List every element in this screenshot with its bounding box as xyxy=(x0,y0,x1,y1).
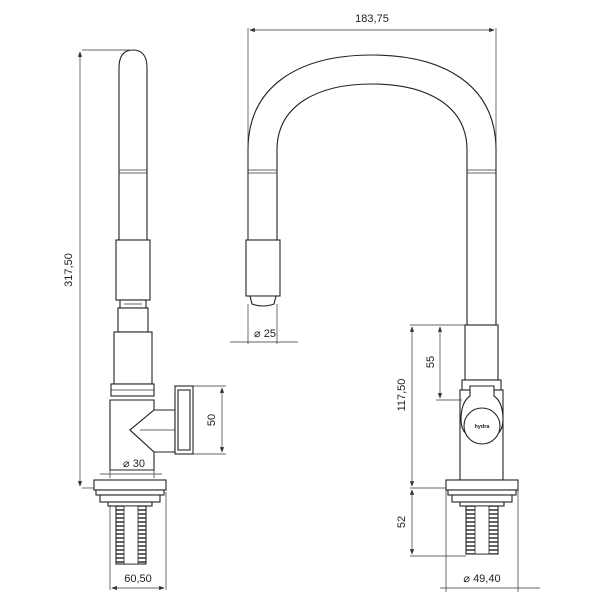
handle-height-label: 50 xyxy=(206,414,218,426)
total-width-label: 183,75 xyxy=(355,13,389,25)
side-view: 317,50 ⌀ 30 50 60,50 xyxy=(63,49,226,591)
gooseneck-inner xyxy=(276,83,468,325)
neck-side xyxy=(117,307,149,333)
hose-collar-side xyxy=(115,239,151,301)
base-width-label: 60,50 xyxy=(124,573,152,585)
front-view: hydra 183,75 ⌀ 25 55 117,50 52 xyxy=(230,13,540,592)
base-diameter-label: ⌀ 49,40 xyxy=(463,573,500,585)
total-height-label: 317,50 xyxy=(63,253,75,287)
handle-stem-side xyxy=(129,409,176,453)
gooseneck-outer xyxy=(247,54,497,325)
spray-head xyxy=(245,239,281,297)
handle-cap xyxy=(463,407,501,445)
hose-section-front xyxy=(464,324,499,381)
brand-logo: hydra xyxy=(475,424,491,430)
shank-height-label: 52 xyxy=(396,516,408,528)
outlet-diameter-label: ⌀ 25 xyxy=(254,328,276,340)
base-plate-front xyxy=(445,479,519,491)
spout-tube-side xyxy=(118,49,148,240)
base-plate-side xyxy=(93,479,167,491)
body-diameter-label: ⌀ 30 xyxy=(123,458,145,470)
lower-body-height-label: 117,50 xyxy=(396,379,408,412)
hose-section-height-label: 55 xyxy=(425,356,437,368)
